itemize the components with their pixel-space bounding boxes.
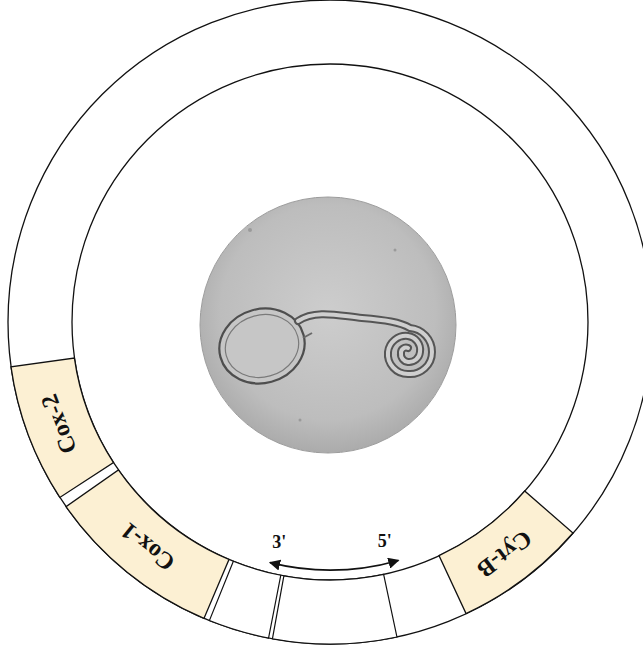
gene-segment: Cyt-B [437,489,575,616]
segment-fill [11,358,113,497]
strand-end-label: 5' [378,532,392,550]
micrograph-border [200,197,456,453]
outer-ring [8,0,643,644]
segment-fill [66,470,229,618]
gene-segment: Cox-1 [64,468,231,620]
gene-segment: Cox-2 [9,356,115,499]
strand-end-label: 3' [272,533,286,551]
inner-ring [72,64,588,580]
direction-arrow [270,560,398,570]
segment-fill [439,491,573,614]
gene-segment [272,574,397,644]
micrograph [200,197,456,453]
